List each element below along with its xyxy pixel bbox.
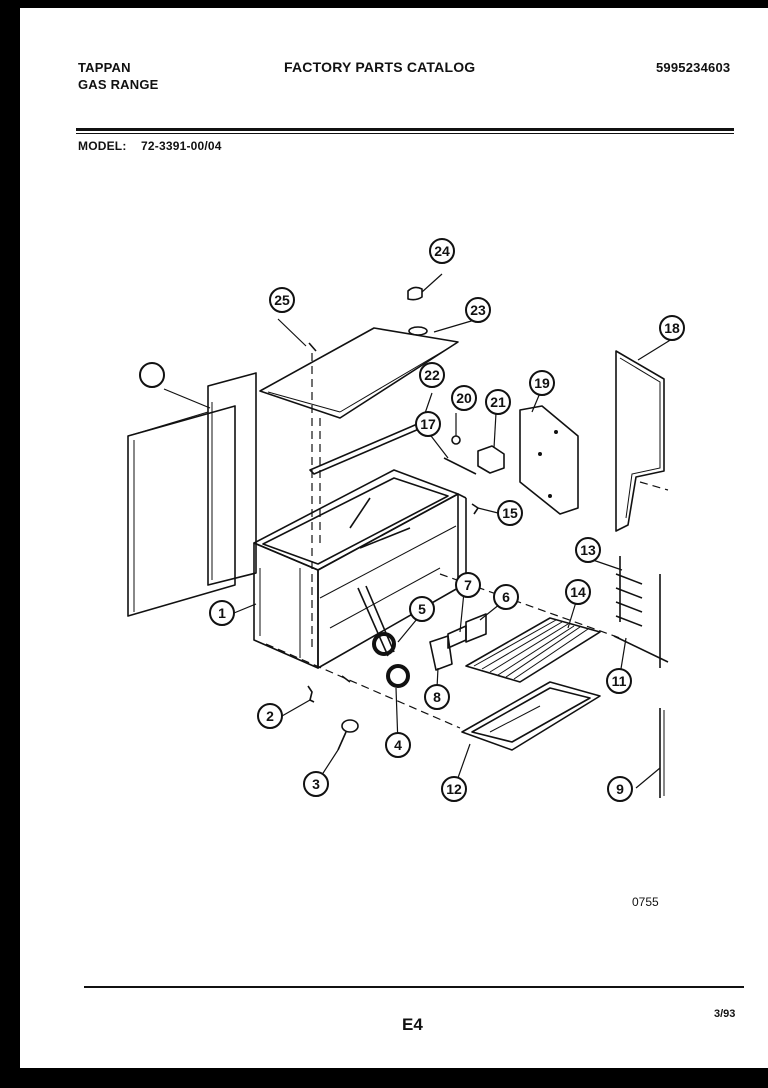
svg-text:24: 24: [434, 243, 450, 259]
part-17-control-bracket: [519, 405, 579, 515]
callout-25: [139, 362, 165, 388]
model-label: MODEL:: [78, 139, 127, 153]
callout-14: 14: [565, 579, 591, 605]
svg-text:15: 15: [502, 505, 518, 521]
part-2-clip: [307, 685, 315, 703]
part-22-top-panel: [259, 326, 459, 419]
catalog-sheet: TAPPAN GAS RANGE FACTORY PARTS CATALOG 5…: [20, 8, 768, 1068]
callout-12: 12: [441, 776, 467, 802]
part-6-bracket: [465, 613, 487, 643]
part-14-oven-rack: [465, 617, 601, 683]
part-19-fitting: [451, 435, 461, 445]
callout-24: 25: [269, 287, 295, 313]
callout-17: 19: [529, 370, 555, 396]
exploded-parts-diagram: 24 23 25 22 20 21 19 18 17 15 13 14 7 6 …: [127, 238, 685, 802]
page-code: E4: [402, 1015, 423, 1034]
catalog-number: 5995234603: [656, 60, 731, 75]
part-9-trim-strip: [659, 708, 665, 798]
part-18-fitting: [443, 457, 477, 475]
part-24-screw: [308, 342, 317, 648]
callout-8: 8: [424, 684, 450, 710]
part-21-rail: [309, 421, 427, 475]
svg-text:11: 11: [612, 673, 627, 689]
header-rule-thin: [76, 133, 734, 134]
svg-text:25: 25: [274, 292, 290, 308]
leader-lines: [163, 273, 673, 790]
svg-text:21: 21: [490, 394, 506, 410]
svg-text:22: 22: [424, 367, 440, 383]
part-4-fastener: [341, 675, 351, 683]
callout-13: 13: [575, 537, 601, 563]
callout-22: 23: [465, 297, 491, 323]
callout-4: 4: [385, 732, 411, 758]
part-15-screw: [471, 503, 479, 515]
svg-text:5: 5: [418, 601, 426, 617]
catalog-title: FACTORY PARTS CATALOG: [284, 59, 476, 75]
svg-text:19: 19: [534, 375, 550, 391]
callout-5: 5: [409, 596, 435, 622]
part-3-bolt: [337, 719, 359, 751]
callout-7: 7: [455, 572, 481, 598]
model-number: 72-3391-00/04: [141, 139, 222, 153]
part-25-side-panel: [127, 372, 257, 617]
svg-text:3: 3: [312, 776, 320, 792]
callout-20: 21: [485, 389, 511, 415]
revision-date: 3/93: [714, 1008, 736, 1020]
part-1-cabinet: [253, 469, 467, 669]
part-7-bracket: [447, 625, 467, 649]
svg-text:9: 9: [616, 781, 624, 797]
footer-rule: [84, 986, 744, 988]
svg-text:13: 13: [580, 542, 596, 558]
callout-2: 2: [257, 703, 283, 729]
product-type: GAS RANGE: [78, 77, 159, 92]
svg-text:7: 7: [464, 577, 472, 593]
part-20-valve: [477, 445, 505, 474]
svg-text:6: 6: [502, 589, 510, 605]
callout-19: 20: [451, 385, 477, 411]
svg-text:18: 18: [664, 320, 680, 336]
callout-16: 18: [659, 315, 685, 341]
callout-21: 22: [419, 362, 445, 388]
callout-23: 24: [429, 238, 455, 264]
part-8-bracket: [429, 635, 453, 671]
header-rule-thick: [76, 128, 734, 131]
part-13-rack-guides: [615, 556, 661, 668]
part-16-back-panel: [615, 350, 669, 532]
svg-text:23: 23: [470, 302, 486, 318]
svg-text:12: 12: [446, 781, 462, 797]
callout-1: 1: [209, 600, 235, 626]
svg-text:1: 1: [218, 605, 226, 621]
svg-text:4: 4: [394, 737, 402, 753]
svg-text:2: 2: [266, 708, 274, 724]
part-11-trim: [613, 635, 669, 663]
callout-11: 11: [606, 668, 632, 694]
part-12-broiler-tray: [461, 681, 601, 751]
callout-6: 6: [493, 584, 519, 610]
svg-text:20: 20: [456, 390, 472, 406]
svg-text:17: 17: [420, 416, 436, 432]
brand-name: TAPPAN: [78, 60, 131, 75]
callout-9: 9: [607, 776, 633, 802]
part-5-grommet: [372, 632, 410, 688]
callout-15: 15: [497, 500, 523, 526]
svg-text:14: 14: [570, 584, 586, 600]
drawing-code: 0755: [632, 895, 659, 909]
callout-3: 3: [303, 771, 329, 797]
svg-text:8: 8: [433, 689, 441, 705]
callout-18: 17: [415, 411, 441, 437]
part-23-bracket: [407, 286, 423, 301]
